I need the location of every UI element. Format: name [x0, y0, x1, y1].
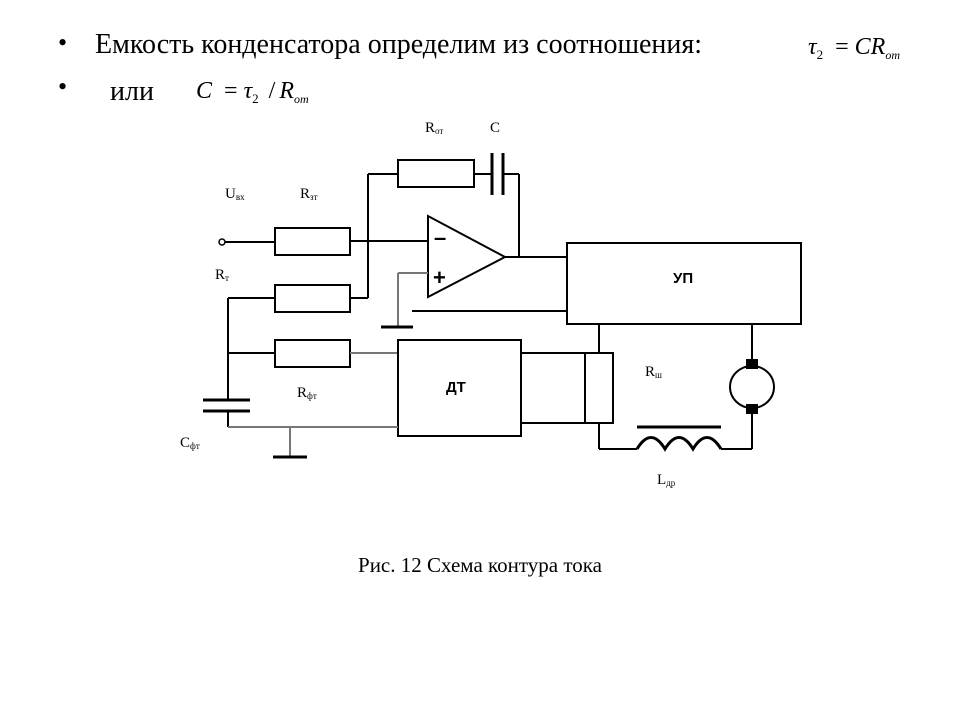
label-l-dr: Lдр: [657, 472, 676, 488]
resistor-r-t: [274, 284, 351, 313]
block-up: [566, 242, 802, 325]
op-amp-minus-sign: –: [434, 225, 446, 250]
op-amp-plus-sign: +: [433, 265, 446, 290]
label-r-t: Rт: [215, 267, 229, 283]
formula-c-tau-r: C =τ2 /Rот: [196, 78, 309, 106]
label-c: C: [490, 120, 500, 136]
bullet-text-1: Емкость конденсатора определим из соотно…: [95, 29, 703, 60]
motor-brush-bottom: [746, 404, 758, 414]
op-amp: [427, 214, 508, 299]
motor: [729, 365, 775, 409]
resistor-r-zt: [274, 227, 351, 256]
label-r-zt: Rзт: [300, 186, 318, 202]
bullet-text-2: или: [110, 76, 154, 107]
resistor-r-sh: [584, 352, 614, 424]
resistor-r-ot: [397, 159, 475, 188]
inductor-l-dr: [635, 436, 723, 452]
block-dt: [397, 339, 522, 437]
label-r-sh: Rш: [645, 364, 662, 380]
label-u-vh: Uвх: [225, 186, 245, 202]
bullet-marker-2: •: [58, 72, 68, 101]
input-terminal: [218, 238, 226, 246]
label-r-ot: Rот: [425, 120, 443, 136]
formula-tau-cr: τ2 =CRот: [808, 34, 900, 62]
resistor-r-ft: [274, 339, 351, 368]
block-up-label: УП: [673, 270, 693, 287]
bullet-marker-1: •: [58, 28, 68, 57]
block-dt-label: ДТ: [446, 379, 466, 396]
motor-brush-top: [746, 359, 758, 369]
figure-caption: Рис. 12 Схема контура тока: [358, 553, 602, 577]
label-c-ft: Cфт: [180, 435, 200, 451]
label-r-ft: Rфт: [297, 385, 317, 401]
